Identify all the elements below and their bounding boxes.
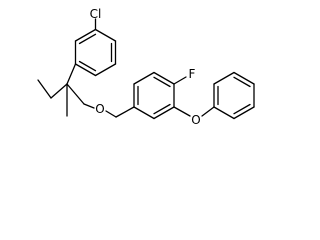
ring-b-double-bond bbox=[153, 76, 171, 88]
ethyl-bond bbox=[50, 83, 68, 99]
ring-c-bond bbox=[213, 106, 235, 120]
ring-b-bond bbox=[133, 71, 155, 85]
chemical-structure: Cl O F O bbox=[37, 7, 255, 127]
ring-a-bond bbox=[94, 28, 117, 42]
ring-a-bond bbox=[94, 63, 117, 77]
ch2-to-ring-bond bbox=[115, 106, 135, 118]
methylene-bond bbox=[66, 83, 85, 105]
ethyl-bond bbox=[37, 79, 52, 99]
phenoxy-oxygen-to-ring-bond bbox=[201, 106, 215, 117]
ring-c-double-bond bbox=[233, 103, 251, 115]
alkyl-chain bbox=[37, 63, 95, 117]
ring-a-double-bond bbox=[78, 33, 97, 45]
chlorophenyl-ring bbox=[74, 28, 117, 77]
fluorine-label: F bbox=[189, 67, 196, 81]
ring-a-bond bbox=[74, 63, 97, 77]
chlorine-label: Cl bbox=[90, 7, 102, 21]
oxygen-to-ch2-bond bbox=[105, 110, 117, 118]
fluorophenyl-ring bbox=[133, 71, 175, 120]
ring-b-bond bbox=[153, 106, 175, 120]
ring-c-bond bbox=[233, 106, 255, 120]
ring-c-double-bond bbox=[233, 76, 251, 88]
ring-a-double-bond bbox=[78, 60, 97, 72]
ring-b-double-bond bbox=[153, 103, 171, 115]
phenyl-ring bbox=[213, 71, 255, 120]
ring-c-bond bbox=[233, 71, 255, 85]
ring-c-bond bbox=[213, 71, 235, 85]
ring-to-phenoxy-oxygen-bond bbox=[173, 106, 191, 117]
ring-b-bond bbox=[133, 106, 155, 120]
ring-b-bond bbox=[153, 71, 175, 85]
c-f-bond bbox=[173, 76, 187, 85]
methylene-to-oxygen-bond bbox=[83, 103, 95, 109]
ring-to-quaternary-carbon-bond bbox=[66, 63, 77, 85]
phenoxy-oxygen-label: O bbox=[191, 113, 200, 127]
ring-a-bond bbox=[74, 28, 97, 42]
ether-oxygen-label: O bbox=[95, 102, 104, 116]
